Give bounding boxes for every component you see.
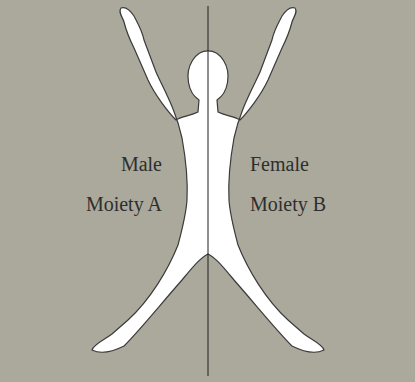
- moiety-label: Moiety A: [86, 192, 162, 216]
- moiety-label: Female: [250, 152, 309, 176]
- moiety-label: Male: [121, 152, 162, 176]
- moiety-label: Moiety B: [250, 192, 326, 216]
- midline: [208, 6, 209, 376]
